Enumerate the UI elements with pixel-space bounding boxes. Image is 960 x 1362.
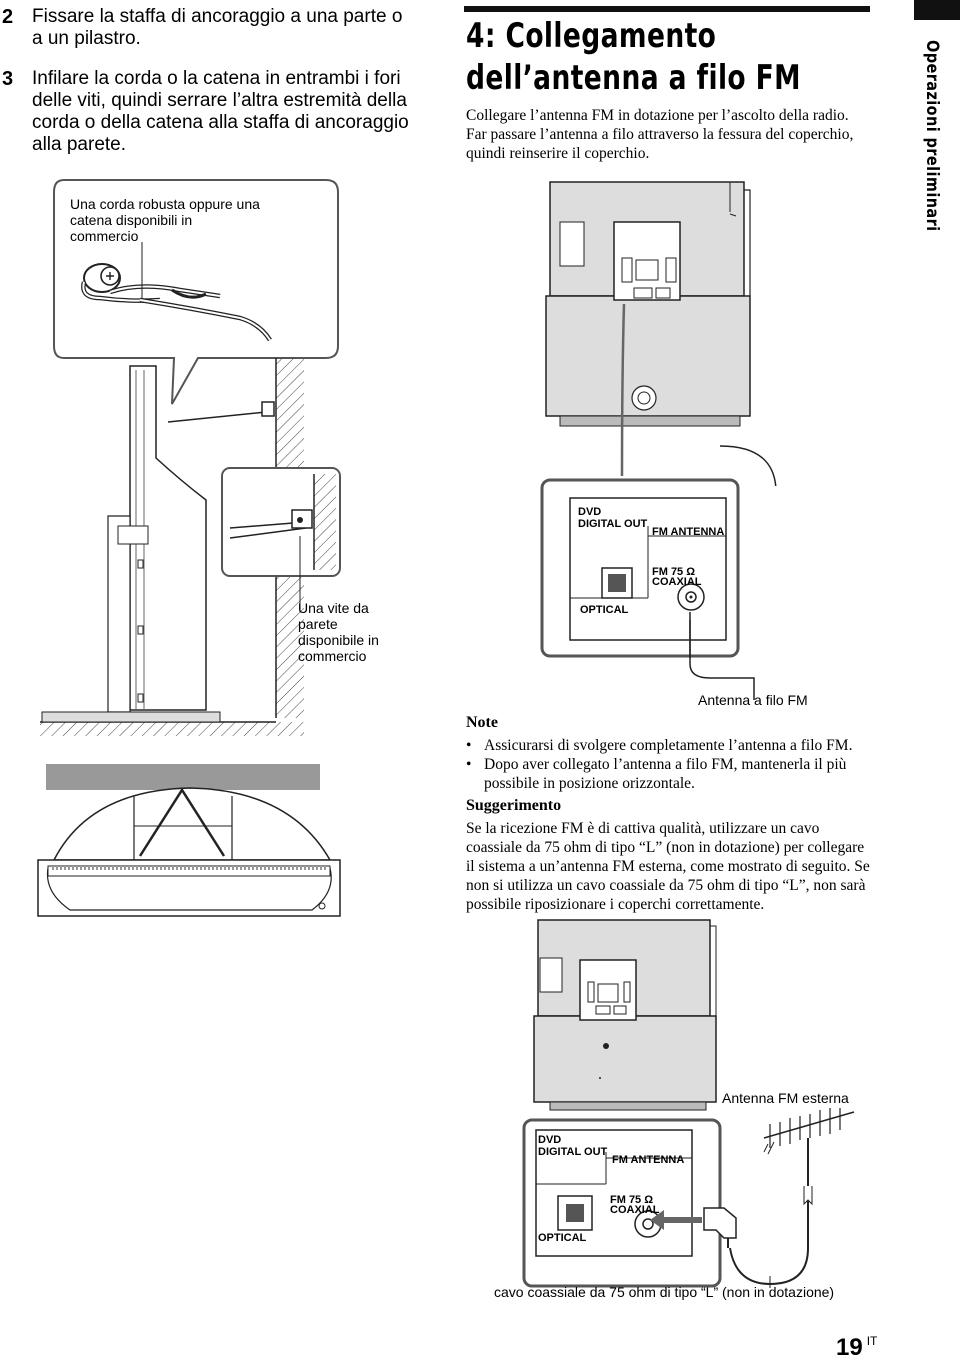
ohm-symbol: Ω <box>686 566 696 578</box>
tip-text: Se la ricezione FM è di cattiva qualità,… <box>466 820 870 913</box>
external-antenna-label: Antenna FM esterna <box>722 1090 849 1106</box>
step-2: 2 Fissare la staffa di ancoraggio a una … <box>0 6 410 52</box>
side-tab-bar <box>914 0 960 20</box>
screw-caption: Una vite da parete disponibile in commer… <box>298 600 379 664</box>
section-intro: Collegare l’antenna FM in dotazione per … <box>466 107 854 162</box>
tv-wall-side-view <box>40 358 341 736</box>
panel-bottom-fm-antenna: FM ANTENNA <box>612 1154 685 1166</box>
section-top-rule <box>464 6 870 12</box>
unit-rear-view-bottom <box>533 919 717 1111</box>
wire-antenna-drawing <box>689 620 755 700</box>
panel-top-digital-out: DIGITAL OUT <box>578 518 648 530</box>
note-item: • Assicurarsi di svolgere completamente … <box>466 736 876 755</box>
side-tab: Operazioni preliminari <box>914 0 960 300</box>
fm75-label: FM 75 <box>652 566 684 578</box>
step-number: 2 <box>2 6 14 28</box>
note-item: • Dopo aver collegato l’antenna a filo F… <box>466 755 876 793</box>
step-number: 3 <box>2 68 14 90</box>
note-item-text: Dopo aver collegato l’antenna a filo FM,… <box>484 756 847 792</box>
panel-top-dvd: DVD <box>578 506 602 518</box>
note-item-text: Assicurarsi di svolgere completamente l’… <box>484 737 853 754</box>
external-antenna-drawing <box>650 1108 855 1288</box>
step-text: Infilare la corda o la catena in entramb… <box>32 68 409 155</box>
panel-top-optical: OPTICAL <box>580 604 629 616</box>
section-title-line1: 4: Collegamento <box>466 16 717 56</box>
wire-antenna-label: Antenna a filo FM <box>698 692 808 708</box>
ohm-symbol: Ω <box>644 1194 654 1206</box>
connector-panel-bottom <box>522 1118 722 1288</box>
rope-callout-illustration <box>53 179 339 405</box>
panel-bottom-optical: OPTICAL <box>538 1232 587 1244</box>
note-heading: Note <box>466 714 498 731</box>
unit-rear-view-top <box>545 181 777 486</box>
step-3: 3 Infilare la corda o la catena in entra… <box>0 68 410 168</box>
tv-top-view <box>37 764 341 917</box>
section-title-line2: dell’antenna a filo FM <box>466 58 801 98</box>
step-text: Fissare la staffa di ancoraggio a una pa… <box>32 6 403 49</box>
note-list: • Assicurarsi di svolgere completamente … <box>466 736 876 793</box>
tip-heading: Suggerimento <box>466 797 562 814</box>
panel-bottom-coaxial: COAXIAL <box>610 1204 660 1216</box>
connector-panel-top <box>540 478 740 658</box>
panel-top-fm75: FM 75 Ω <box>652 566 695 578</box>
bullet: • <box>466 737 472 754</box>
panel-top-coaxial: COAXIAL <box>652 576 702 588</box>
bullet: • <box>466 756 472 773</box>
page-number-value: 19 <box>836 1334 863 1361</box>
panel-bottom-digital-out: DIGITAL OUT <box>538 1146 608 1158</box>
rope-caption: Una corda robusta oppure una catena disp… <box>70 196 260 244</box>
panel-bottom-fm75: FM 75 Ω <box>610 1194 653 1206</box>
side-tab-label: Operazioni preliminari <box>922 40 942 232</box>
panel-bottom-dvd: DVD <box>538 1134 562 1146</box>
coax-cable-label: cavo coassiale da 75 ohm di tipo “L” (no… <box>494 1284 835 1300</box>
page-lang: IT <box>866 1334 878 1348</box>
panel-top-fm-antenna: FM ANTENNA <box>652 526 725 538</box>
fm75-label: FM 75 <box>610 1194 642 1206</box>
